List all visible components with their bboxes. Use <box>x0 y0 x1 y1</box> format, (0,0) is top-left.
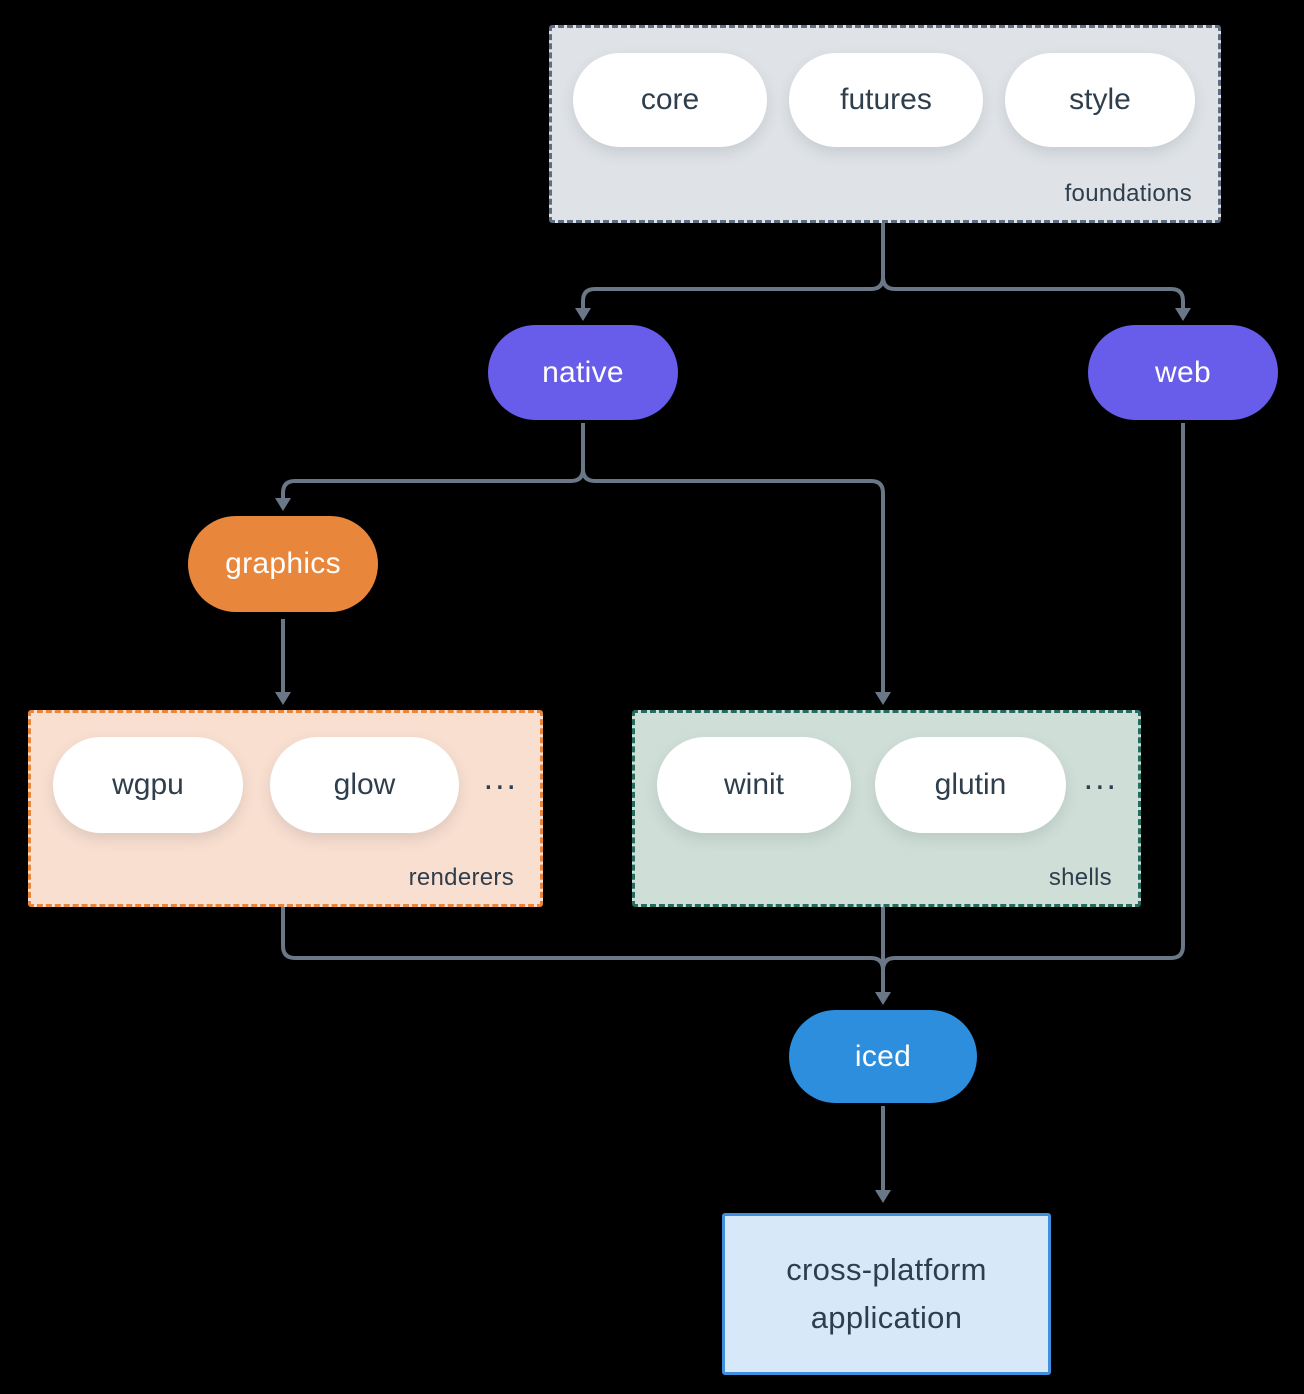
node-iced: iced <box>789 1010 977 1103</box>
pill-futures: futures <box>789 53 983 147</box>
pill-glow: glow <box>270 737 459 833</box>
pill-style: style <box>1005 53 1195 147</box>
edge-renderers-merge <box>281 904 885 975</box>
pill-winit: winit <box>657 737 851 833</box>
node-graphics: graphics <box>188 516 378 612</box>
group-renderers: wgpu glow ... renderers <box>28 710 543 907</box>
pill-wgpu: wgpu <box>53 737 243 833</box>
edge-native-graphics <box>275 423 585 511</box>
node-web: web <box>1088 325 1278 420</box>
group-foundations: core futures style foundations <box>549 25 1221 223</box>
application-line-2: application <box>810 1300 963 1335</box>
pill-glutin: glutin <box>875 737 1066 833</box>
shells-ellipsis: ... <box>1083 759 1118 797</box>
group-label-shells: shells <box>1048 864 1112 891</box>
renderers-ellipsis: ... <box>483 759 518 797</box>
edge-foundations-native <box>575 219 885 321</box>
pill-core: core <box>573 53 767 147</box>
edge-native-shells <box>581 423 891 705</box>
group-label-foundations: foundations <box>1064 180 1192 207</box>
group-label-renderers: renderers <box>408 864 514 891</box>
application-line-1: cross-platform <box>786 1252 987 1287</box>
node-application: cross-platform application <box>722 1213 1051 1375</box>
group-shells: winit glutin ... shells <box>632 710 1141 907</box>
edge-foundations-web <box>881 219 1191 321</box>
node-native: native <box>488 325 678 420</box>
